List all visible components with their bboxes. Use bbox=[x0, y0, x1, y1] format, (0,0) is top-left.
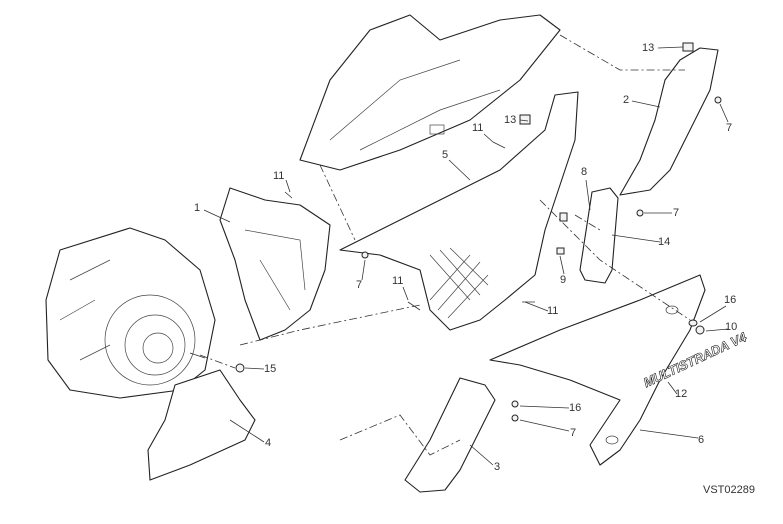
callout-15: 15 bbox=[264, 363, 277, 375]
upper-fairing bbox=[299, 14, 561, 171]
callout-14: 14 bbox=[658, 236, 671, 248]
callout-7: 7 bbox=[726, 122, 733, 134]
part-5-grille bbox=[429, 247, 489, 319]
callout-13: 13 bbox=[504, 114, 517, 126]
callout-16: 16 bbox=[724, 294, 737, 306]
part-3 bbox=[404, 377, 496, 493]
callout-1: 1 bbox=[194, 202, 201, 214]
callout-7: 7 bbox=[673, 207, 680, 219]
callout-12: 12 bbox=[675, 388, 688, 400]
part-5 bbox=[339, 91, 579, 331]
callout-11: 11 bbox=[273, 170, 285, 182]
part-2 bbox=[619, 47, 719, 196]
callout-5: 5 bbox=[442, 149, 449, 161]
callout-2: 2 bbox=[623, 94, 630, 106]
callout-13: 13 bbox=[642, 42, 655, 54]
callout-8: 8 bbox=[581, 166, 588, 178]
callout-10: 10 bbox=[725, 321, 738, 333]
drawing-code: VST02289 bbox=[703, 484, 755, 496]
hardware bbox=[189, 42, 722, 422]
assembly-lines bbox=[199, 34, 691, 456]
callout-11: 11 bbox=[472, 122, 484, 134]
part-4 bbox=[147, 369, 256, 481]
part-1 bbox=[219, 187, 331, 341]
callout-11: 11 bbox=[392, 275, 404, 287]
engine-cover bbox=[45, 227, 216, 399]
part-14 bbox=[579, 187, 619, 284]
callout-7: 7 bbox=[570, 427, 577, 439]
callout-4: 4 bbox=[265, 437, 272, 449]
callout-7: 7 bbox=[356, 279, 363, 291]
callout-16: 16 bbox=[569, 402, 582, 414]
callout-3: 3 bbox=[494, 461, 501, 473]
callout-11: 11 bbox=[547, 305, 559, 317]
callout-6: 6 bbox=[698, 434, 705, 446]
callout-leaders bbox=[203, 46, 729, 466]
callout-9: 9 bbox=[560, 274, 567, 286]
